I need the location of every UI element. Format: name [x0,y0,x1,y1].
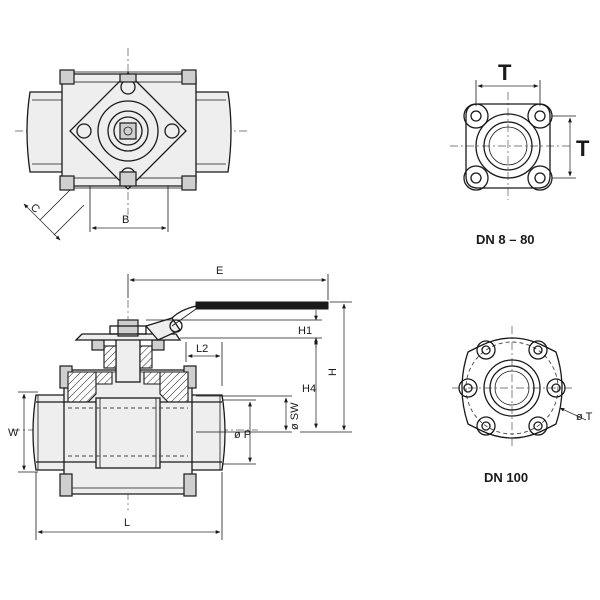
flange-dn-100-view: ø T DN 100 [452,326,593,485]
dim-label-l: L [124,517,130,529]
dim-label-t-side: T [576,136,590,161]
dim-label-b: B [122,214,129,226]
valve-section-view: E H H1 H4 L2 ø P ø SW W [8,265,352,540]
dim-label-h1: H1 [298,325,312,337]
caption-dn-100: DN 100 [484,470,528,485]
dim-label-phi-p: ø P [234,429,251,441]
dim-label-h4: H4 [302,383,316,395]
dim-label-phi-sw: ø SW [289,402,301,430]
dim-label-phi-t: ø T [576,411,593,423]
dim-label-w: W [8,427,19,439]
dim-label-l2: L2 [196,343,208,355]
dim-label-t-top: T [498,60,512,85]
valve-top-view: B C [15,48,250,241]
dim-label-h: H [327,368,339,376]
dim-label-e: E [216,265,223,277]
caption-dn-8-80: DN 8 – 80 [476,232,535,247]
dim-label-c: C [28,202,42,216]
flange-dn-8-80-view: T T DN 8 – 80 [450,60,590,247]
